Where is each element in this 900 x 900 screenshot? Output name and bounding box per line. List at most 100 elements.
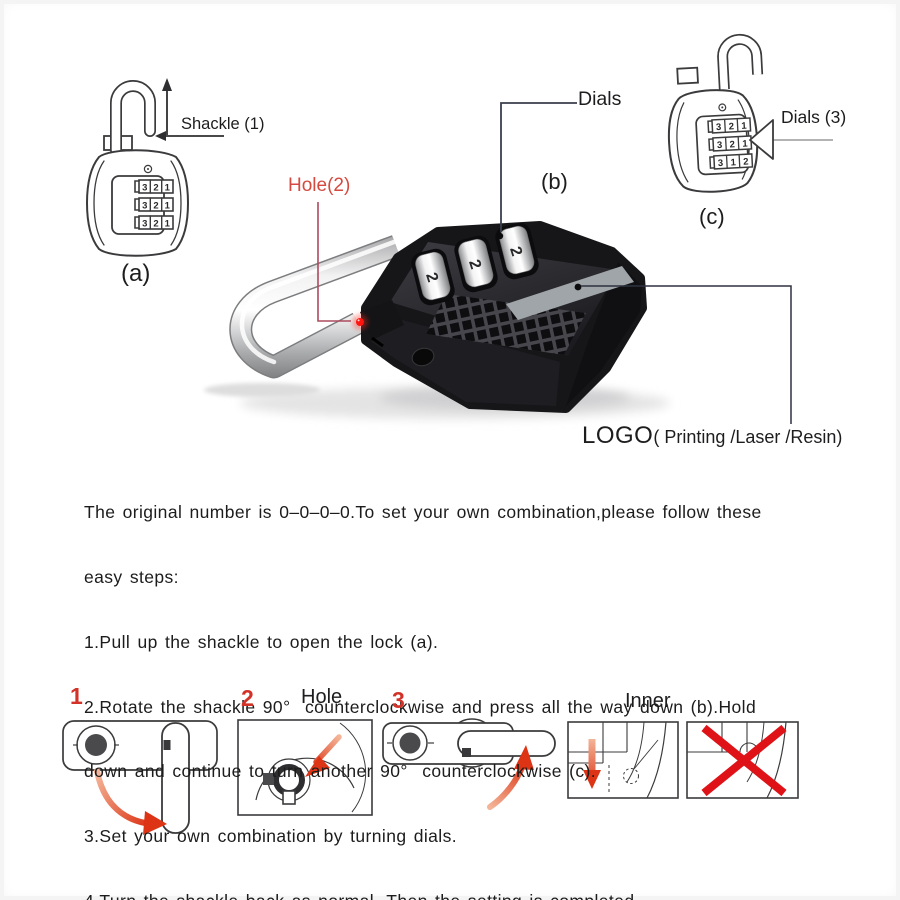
dial-hole-inner — [85, 734, 107, 756]
dial-hole-inner — [399, 732, 421, 754]
side-stripe — [506, 266, 634, 320]
press-down-arrowhead — [583, 770, 601, 789]
rotate-arrowhead — [143, 811, 167, 835]
figure-a-caption: (a) — [121, 260, 151, 287]
dials3-pointer — [749, 119, 833, 160]
rotate-arrow-icon — [94, 768, 148, 826]
hole-marker — [356, 318, 364, 326]
shackle-notch — [163, 740, 171, 750]
hidden-pin-circle — [623, 768, 639, 784]
svg-text:3: 3 — [142, 200, 147, 211]
step3-number: 3 — [392, 687, 405, 713]
shackle-highlight — [239, 239, 397, 365]
figure-b-caption: (b) — [541, 169, 568, 194]
svg-text:2: 2 — [729, 139, 735, 150]
dial-row: 3 2 1 — [707, 117, 752, 134]
shackle-lying-flat — [457, 730, 556, 757]
logo-options-text: ( Printing /Laser /Resin) — [653, 427, 843, 447]
shackle-pointer-arrowhead — [155, 131, 166, 141]
leader-lines — [317, 102, 792, 424]
shackle-shadow — [204, 383, 320, 397]
hole-pointer-arrowhead — [305, 756, 330, 777]
bottom-hole — [411, 347, 435, 367]
svg-text:3: 3 — [718, 158, 724, 169]
inner-label: Inner — [625, 690, 671, 712]
hole-label: Hole(2) — [288, 175, 351, 196]
svg-text:2: 2 — [153, 218, 158, 229]
body-left-wall — [93, 160, 105, 246]
svg-text:1: 1 — [165, 218, 171, 229]
padlock-c-drawing: 3 2 1 3 2 1 3 1 2 — [667, 33, 764, 193]
pull-up-arrowhead — [162, 78, 172, 91]
reset-pin-dot — [147, 168, 149, 170]
lock-right-face — [566, 262, 642, 406]
padlock-b-photo: 2 2 2 — [204, 221, 670, 419]
dials-leader-dot — [496, 232, 504, 240]
shackle-notch — [462, 748, 471, 757]
svg-text:2: 2 — [743, 157, 749, 168]
dial-row: 3 2 1 — [134, 179, 174, 194]
dial-wheel: 2 — [411, 248, 455, 306]
instructions-text: The original number is 0–0–0–0.To set yo… — [84, 459, 854, 900]
dials-leader-line — [500, 102, 577, 232]
body-curve-right — [339, 722, 367, 813]
step2-number: 2 — [241, 685, 254, 711]
shackle-fill — [111, 81, 155, 155]
inner-diagrams — [567, 721, 799, 799]
svg-text:3: 3 — [716, 122, 722, 133]
logo-position-dot — [574, 283, 582, 291]
logo-label: LOGO( Printing /Laser /Resin) — [582, 423, 842, 448]
snout-slot — [371, 336, 384, 348]
instruction-line: 2.Rotate the shackle 90° counterclockwis… — [84, 696, 757, 717]
instruction-line: 4.Turn the shackle back as normal. Then … — [84, 891, 854, 900]
dials3-arrowhead-icon — [749, 119, 774, 160]
pointer-line — [633, 739, 659, 770]
hole-marker-highlight — [357, 319, 360, 322]
dial-wheel: 2 — [495, 222, 539, 280]
rotated-shackle-fill — [718, 35, 762, 90]
reset-pin-icon — [143, 164, 153, 174]
step2-hole-label: Hole — [301, 686, 343, 708]
dials3-label: Dials (3) — [781, 107, 847, 127]
svg-text:3: 3 — [142, 218, 147, 229]
step3-diagram — [382, 718, 556, 810]
lock-front-face — [372, 312, 560, 406]
svg-text:1: 1 — [730, 157, 737, 168]
cross-out-icon-2 — [701, 724, 787, 797]
shackle-standing — [161, 722, 190, 834]
padlock-a-drawing: 3 2 1 3 2 1 3 2 1 — [85, 80, 190, 257]
body-left-wall — [676, 102, 689, 183]
step1-diagram — [62, 720, 218, 835]
instruction-line: easy steps: — [84, 566, 179, 587]
svg-text:1: 1 — [741, 121, 748, 132]
figure-c-caption: (c) — [699, 204, 725, 229]
shackle-hole-post — [676, 66, 699, 85]
svg-text:3: 3 — [717, 140, 723, 151]
logo-text: LOGO — [582, 422, 654, 449]
instruction-line: down and continue to turn another 90° co… — [84, 761, 597, 782]
svg-text:1: 1 — [742, 139, 749, 150]
body-curve — [255, 757, 355, 801]
svg-text:2: 2 — [153, 200, 158, 211]
shackle-pointer-arrows — [155, 78, 224, 141]
logo-leader-line — [581, 285, 792, 424]
dial-row: 3 2 1 — [134, 197, 174, 212]
bend-outer-curve — [646, 721, 667, 799]
lock-snout — [360, 300, 404, 340]
keyway-notch — [282, 790, 296, 805]
inner-correct-box — [567, 721, 679, 799]
svg-text:1: 1 — [165, 200, 171, 211]
dial-row: 3 1 2 — [709, 153, 754, 170]
reset-pin-icon — [718, 103, 727, 112]
step2-diagram — [237, 719, 373, 816]
svg-text:2: 2 — [153, 182, 158, 193]
dial-row: 3 2 1 — [134, 215, 174, 230]
bend-inner-curve — [746, 721, 765, 783]
svg-text:1: 1 — [165, 182, 171, 193]
hub-stub — [263, 773, 274, 785]
hole-leader-line — [317, 202, 351, 322]
instruction-line: 3.Set your own combination by turning di… — [84, 826, 457, 847]
dial-wheel: 2 — [454, 235, 498, 293]
step1-number: 1 — [70, 683, 83, 709]
